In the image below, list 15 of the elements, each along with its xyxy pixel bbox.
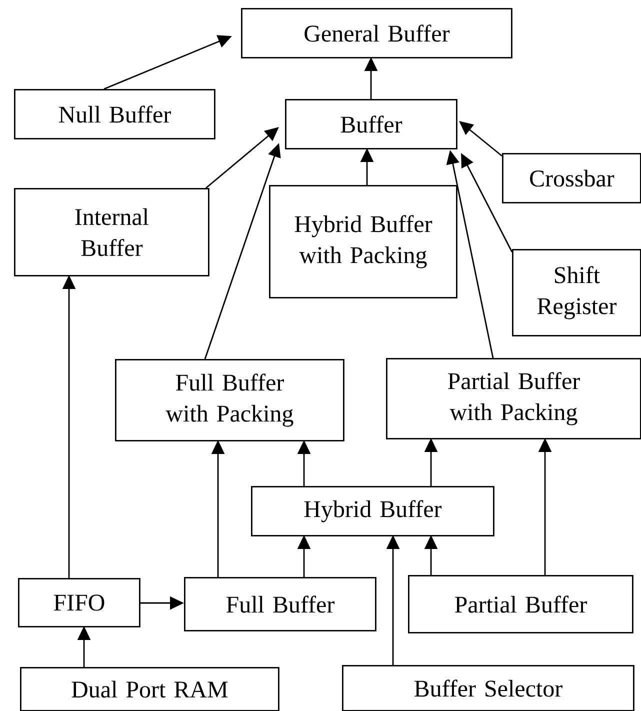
box: Hybrid Buffer with Packing [269, 185, 458, 298]
box: Crossbar [502, 153, 641, 204]
box: Shift Register [512, 249, 641, 336]
box: Partial Buffer with Packing [386, 358, 641, 440]
box: Hybrid Buffer [251, 486, 494, 536]
box: Dual Port RAM [20, 667, 280, 711]
box: Partial Buffer [408, 575, 634, 634]
box: Buffer Selector [342, 665, 634, 711]
box: Buffer [285, 99, 458, 150]
box: FIFO [18, 578, 140, 628]
box: Full Buffer with Packing [115, 359, 344, 442]
box: Full Buffer [184, 577, 376, 632]
box: Internal Buffer [14, 188, 210, 276]
box: General Buffer [241, 8, 512, 58]
box: Null Buffer [14, 89, 216, 140]
